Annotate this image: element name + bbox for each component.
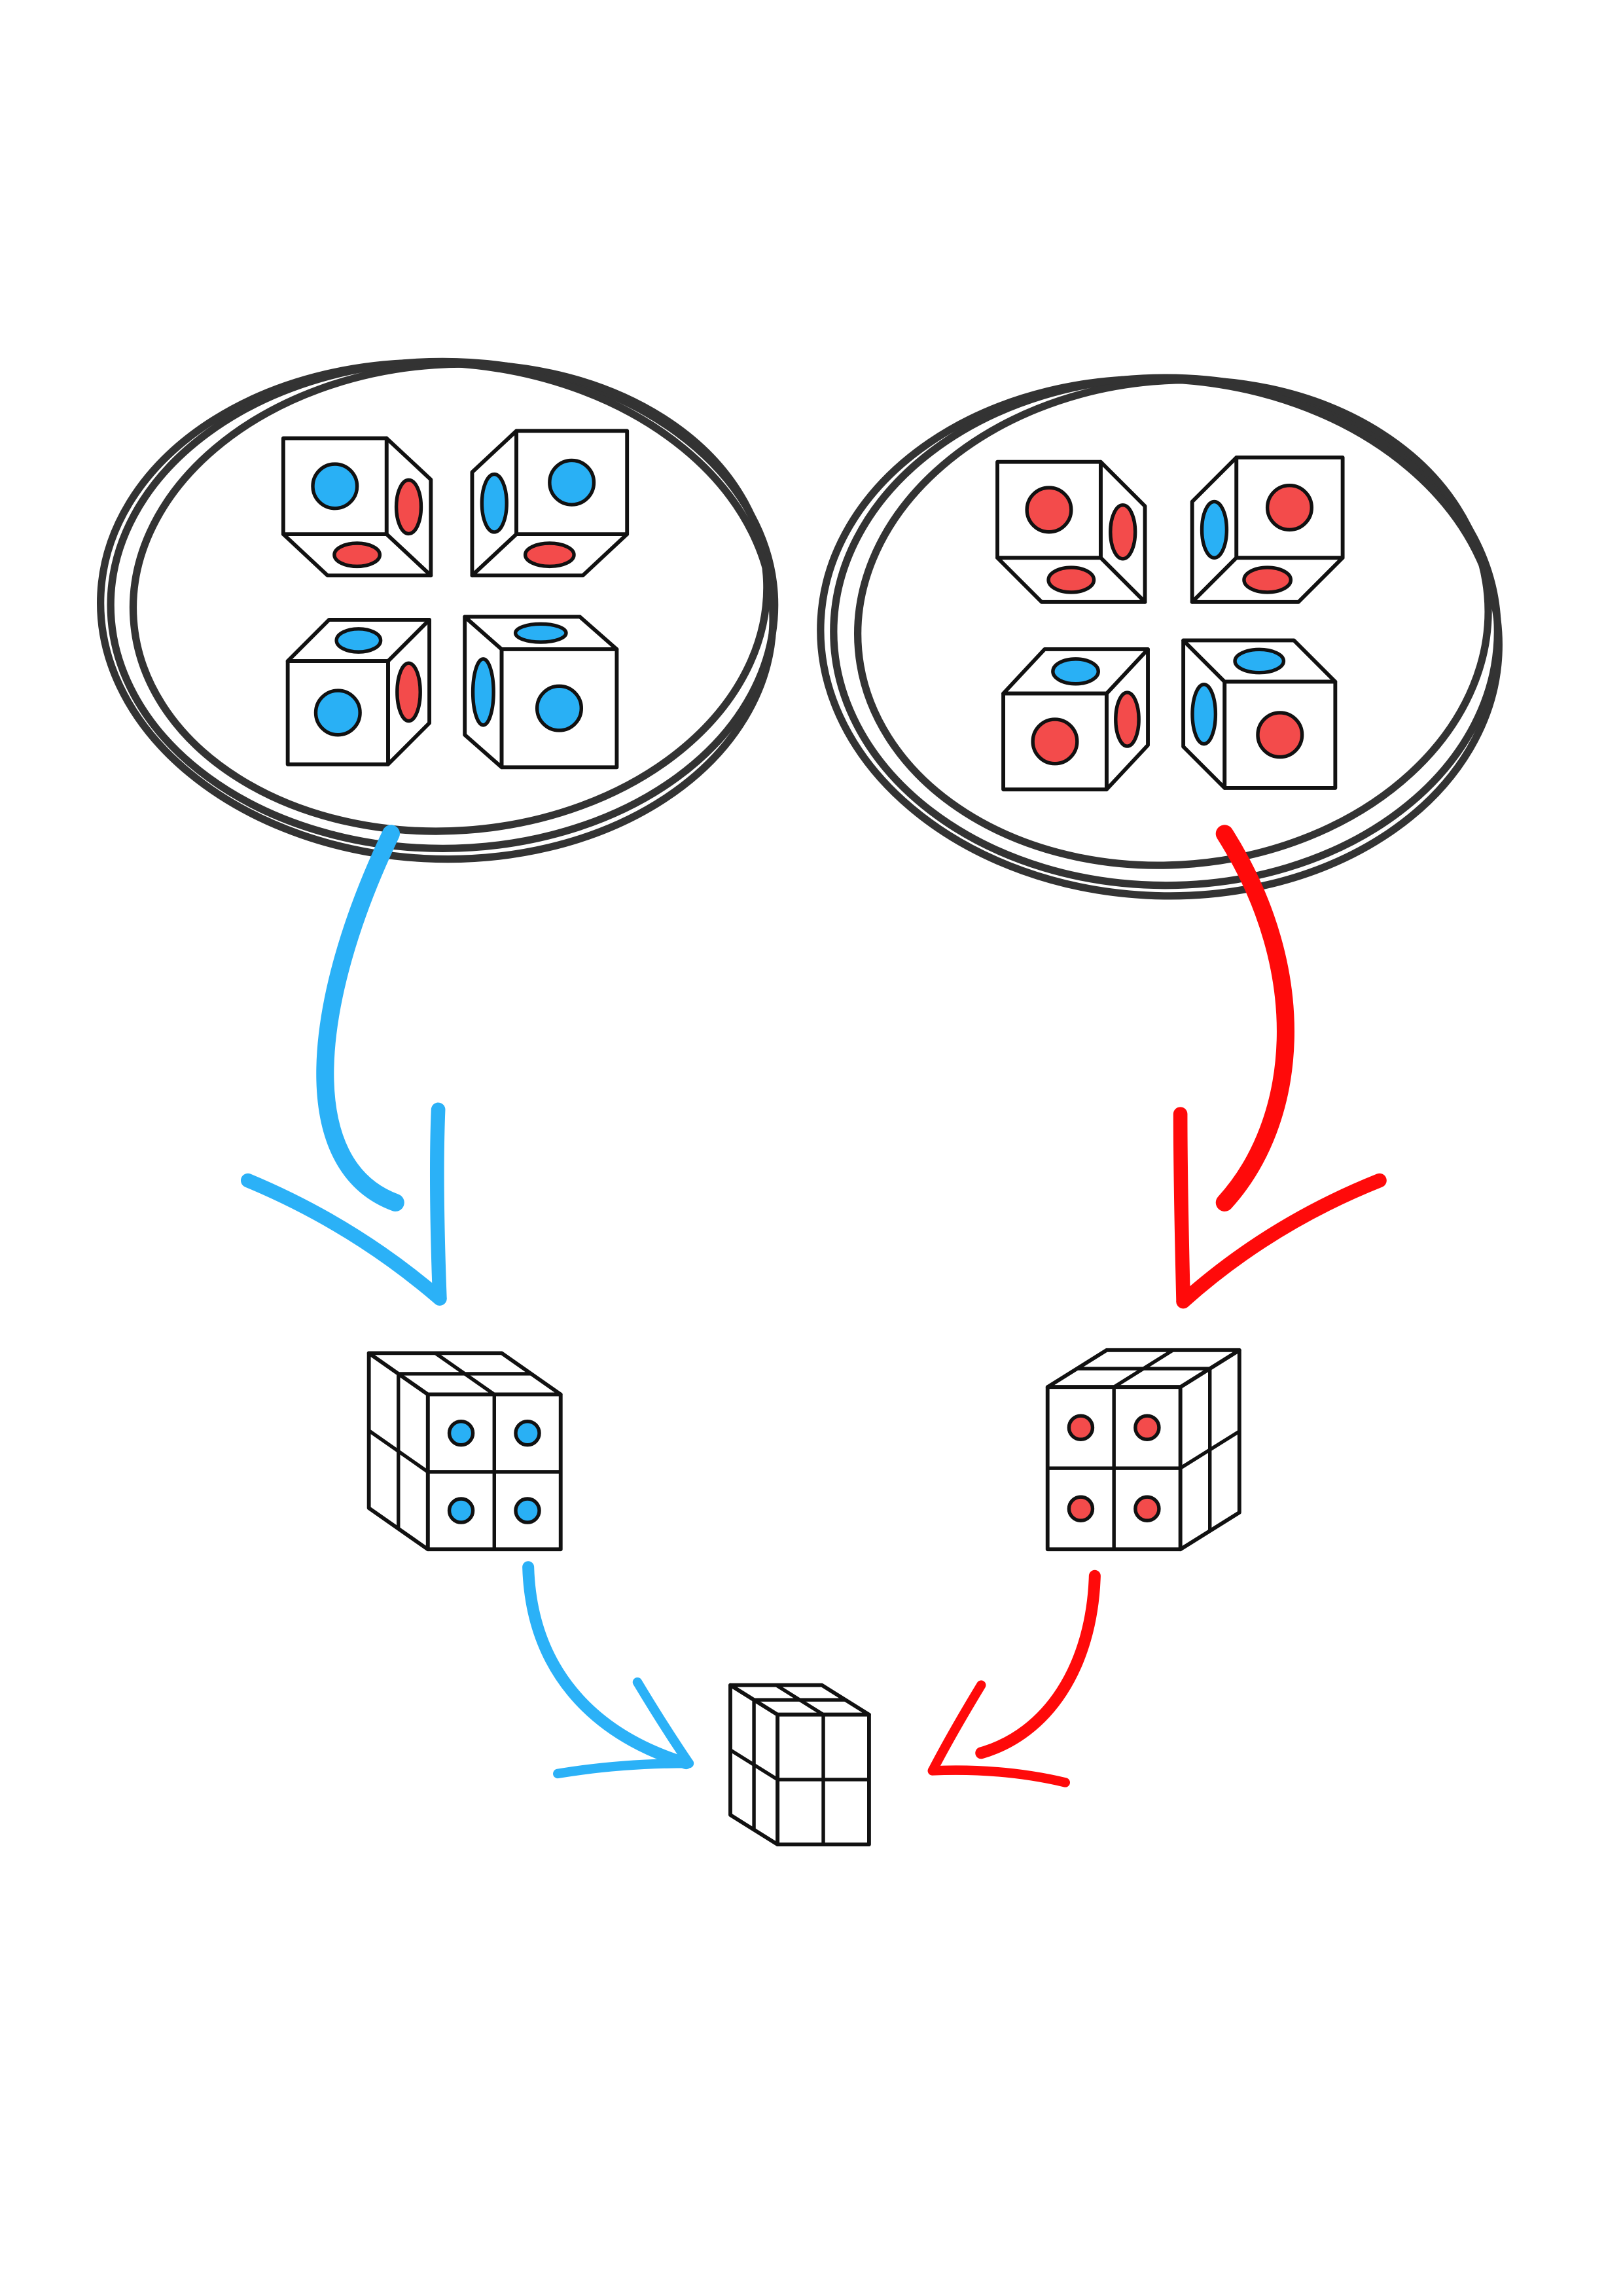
die-cube [463, 615, 619, 770]
die-cube [1190, 455, 1345, 604]
arrow-shaft [316, 825, 404, 1211]
die-cube [470, 429, 630, 578]
arrow-shaft [1215, 825, 1294, 1211]
blue-arrow-small [522, 1561, 694, 1779]
blue-dot [311, 462, 359, 511]
red-dot [1067, 1495, 1095, 1522]
grid-line [368, 1429, 429, 1474]
blue-dot [1190, 683, 1218, 746]
blue-dot [1233, 647, 1286, 675]
die-cube [995, 459, 1147, 604]
final-2x2-cube [728, 1683, 871, 1847]
blue-dot [313, 689, 362, 737]
red-dot [395, 661, 422, 723]
arrow-head [927, 1765, 1070, 1787]
arrow-head [429, 1102, 447, 1306]
red-dot [1265, 484, 1313, 532]
red-dot [1046, 565, 1096, 594]
arrow-shaft [975, 1570, 1101, 1759]
blue-group-ring [97, 357, 779, 863]
blue-dot [447, 1419, 475, 1447]
red-dot [1067, 1414, 1095, 1441]
red-dot [523, 541, 576, 569]
die-cube [1001, 647, 1150, 792]
red-dot [1256, 711, 1304, 759]
die-cube [1181, 638, 1338, 790]
blue-dot [513, 622, 568, 644]
blue-group [281, 429, 630, 770]
arrow-head [553, 1758, 694, 1779]
blue-dot [514, 1419, 541, 1447]
grid-line [729, 1748, 779, 1782]
red-2x2-cube [1045, 1348, 1241, 1552]
arrow-head [632, 1677, 694, 1768]
red-dot [1133, 1495, 1161, 1522]
red-dot [1114, 691, 1141, 748]
red-arrow-small [927, 1570, 1101, 1787]
red-dot [1031, 717, 1079, 766]
blue-arrow-large [240, 825, 447, 1306]
red-dot [1242, 565, 1293, 594]
red-dot [394, 478, 423, 536]
die-cube [285, 617, 432, 766]
blue-dot [480, 472, 508, 534]
red-dot [1133, 1414, 1161, 1441]
arrow-head [240, 1173, 447, 1306]
grid-line [1179, 1429, 1241, 1470]
blue-dot [334, 627, 383, 654]
arrow-head [1176, 1173, 1387, 1309]
blue-dot [1200, 499, 1229, 560]
blue-dot [1051, 657, 1100, 686]
red-group [995, 455, 1345, 792]
red-dot [332, 541, 382, 569]
blue-2x2-cube [366, 1351, 563, 1552]
blue-dot [514, 1497, 541, 1524]
arrow-shaft [522, 1561, 692, 1770]
red-arrow-large [1173, 825, 1387, 1309]
arrow-head [927, 1680, 986, 1776]
blue-dot [535, 684, 584, 732]
red-dot [1109, 503, 1137, 561]
blue-dot [447, 1497, 475, 1524]
arrow-head [1173, 1107, 1190, 1309]
blue-dot [471, 657, 495, 727]
red-group-ring [817, 374, 1503, 900]
red-dot [1025, 486, 1073, 534]
blue-dot [548, 458, 596, 507]
die-cube [281, 436, 433, 578]
